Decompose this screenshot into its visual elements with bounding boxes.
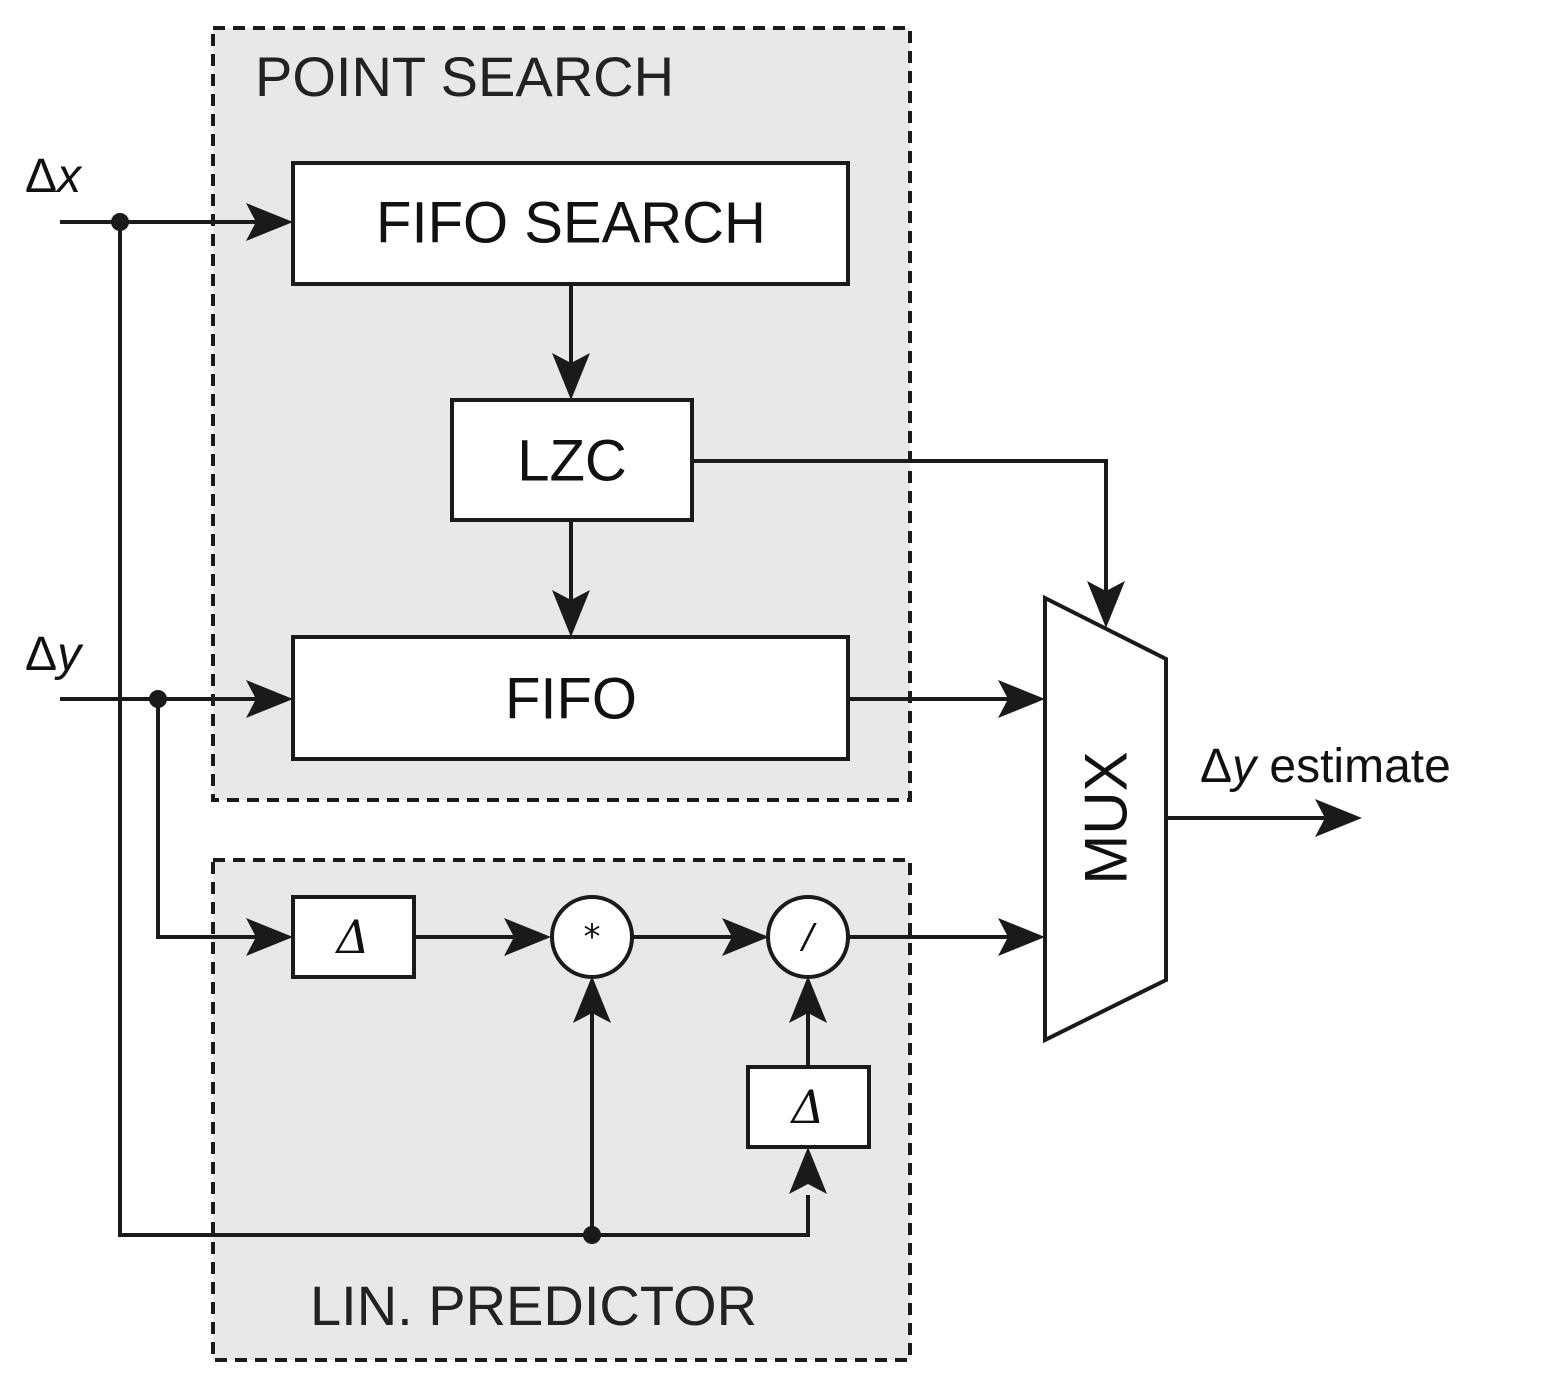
dy-variable: y — [54, 628, 84, 681]
divide-node: / — [766, 895, 850, 979]
arrow-into-lzc — [552, 353, 590, 400]
output-label: Δy estimate — [1200, 740, 1451, 793]
arrow-up-into-divide — [789, 976, 827, 1023]
bus-junction-dot — [583, 1226, 601, 1244]
delta-2-label: Δ — [789, 1080, 824, 1134]
arrow-into-mux-top — [998, 680, 1045, 718]
arrow-into-fifo-from-lzc — [552, 590, 590, 637]
lin-predictor-title: LIN. PREDICTOR — [310, 1274, 757, 1337]
arrow-into-divide — [722, 918, 769, 956]
output-variable: y — [1229, 740, 1259, 793]
lzc-label: LZC — [517, 429, 627, 494]
dx-delta-symbol: Δ — [25, 150, 57, 203]
arrow-into-fifo-search — [246, 203, 293, 241]
arrow-into-mux-select — [1087, 581, 1125, 628]
lzc-block: LZC — [450, 398, 694, 522]
delta-block-1: Δ — [291, 895, 416, 979]
fifo-block: FIFO — [291, 635, 850, 761]
dy-branch-wire — [156, 699, 262, 939]
dx-input-label: Δx — [25, 150, 83, 203]
output-delta-symbol: Δ — [1200, 740, 1232, 793]
point-search-title: POINT SEARCH — [255, 45, 674, 108]
mux-label: MUX — [1073, 751, 1140, 884]
junctions — [111, 213, 601, 1244]
lzc-to-mux-wire — [692, 459, 1108, 592]
arrow-up-into-multiply — [573, 976, 611, 1023]
wires — [60, 220, 1325, 1237]
delta-1-label: Δ — [334, 910, 369, 964]
delta-block-2: Δ — [746, 1065, 871, 1149]
dy-delta-symbol: Δ — [25, 628, 57, 681]
output-estimate-text: estimate — [1256, 740, 1451, 793]
fifo-search-label: FIFO SEARCH — [376, 191, 766, 256]
fifo-search-block: FIFO SEARCH — [291, 161, 850, 286]
arrow-output — [1315, 799, 1362, 837]
arrow-up-into-delta2 — [789, 1147, 827, 1194]
arrow-into-multiply — [504, 918, 551, 956]
arrow-into-delta1 — [246, 918, 293, 956]
dy-junction-dot — [149, 690, 167, 708]
fifo-label: FIFO — [505, 667, 637, 732]
divide-label: / — [799, 917, 817, 957]
mux-block: MUX — [1043, 594, 1168, 1044]
dx-variable: x — [55, 150, 83, 203]
arrow-into-fifo — [246, 680, 293, 718]
arrow-into-mux-bottom — [998, 918, 1045, 956]
multiply-node: * — [550, 895, 634, 979]
multiply-label: * — [584, 917, 601, 957]
dy-input-label: Δy — [25, 628, 84, 681]
dx-junction-dot — [111, 213, 129, 231]
arrowheads — [246, 203, 1362, 1194]
dx-branch-wire — [118, 222, 810, 1237]
